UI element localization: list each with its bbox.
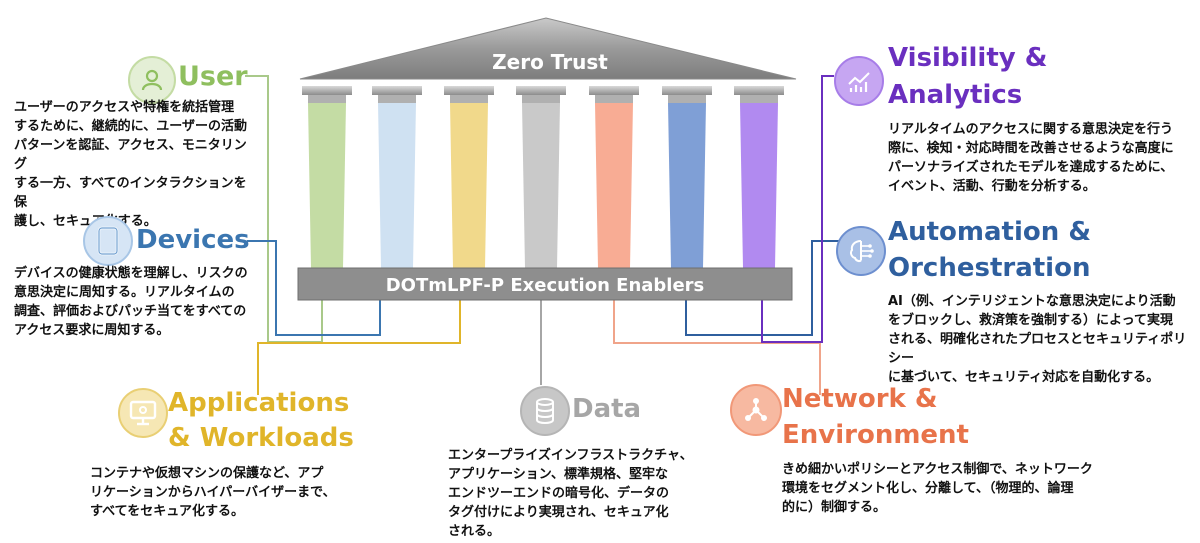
network-title-line1: Network &: [782, 384, 938, 414]
connector-lines: [245, 75, 840, 395]
column-devices: [372, 86, 422, 268]
network-nodes-icon: [730, 384, 782, 436]
user-title: User: [178, 61, 248, 92]
connector-visibility: [761, 75, 834, 343]
visibility-title-line1: Visibility &: [888, 43, 1048, 73]
network-title-line2: Environment: [782, 420, 969, 450]
roof-label: Zero Trust: [492, 50, 608, 74]
automation-title-line1: Automation &: [888, 217, 1091, 247]
connector-network: [613, 300, 821, 395]
visibility-title-line2: Analytics: [888, 80, 1023, 110]
visibility-description: リアルタイムのアクセスに関する意思決定を行う 際に、検知・対応時間を改善させるよ…: [888, 122, 1174, 194]
applications-description: コンテナや仮想マシンの保護など、アプ リケーションからハイパーバイザーまで、 す…: [90, 466, 336, 519]
data-title: Data: [572, 394, 642, 424]
automation-title-line2: Orchestration: [888, 253, 1091, 283]
database-icon: [520, 386, 570, 436]
connector-applications: [257, 300, 461, 395]
applications-title-line1: Applications: [168, 388, 350, 418]
devices-title: Devices: [136, 225, 250, 255]
column-user: [302, 86, 352, 268]
connector-devices: [247, 240, 381, 336]
column-network: [589, 86, 639, 268]
user-icon: [128, 56, 176, 104]
devices-description: デバイスの健康状態を理解し、リスクの 意思決定に周知する。リアルタイムの 調査、…: [14, 266, 248, 338]
network-description: きめ細かいポリシーとアクセス制御で、ネットワーク 環境をセグメント化し、分離して…: [782, 462, 1093, 515]
column-automation: [662, 86, 712, 268]
brain-circuit-icon: [836, 226, 886, 276]
tablet-icon: [83, 216, 133, 266]
analytics-chart-icon: [834, 56, 884, 106]
monitor-gear-icon: [118, 388, 168, 438]
user-description: ユーザーのアクセスや特権を統括管理 するために、継続的に、ユーザーの活動 パター…: [14, 100, 247, 229]
temple-base: [297, 267, 793, 301]
column-visibility: [734, 86, 784, 268]
column-data: [516, 86, 566, 268]
temple-roof: [299, 17, 797, 80]
column-applications: [444, 86, 494, 268]
data-description: エンタープライズインフラストラクチャ、 アプリケーション、標準規格、堅牢な エン…: [448, 448, 693, 539]
applications-title-line2: & Workloads: [168, 423, 354, 453]
base-label: DOTmLPF-P Execution Enablers: [385, 275, 705, 296]
automation-description: AI（例、インテリジェントな意思決定により活動 をブロックし、救済策を強制する）…: [888, 294, 1187, 385]
temple-columns: [302, 86, 784, 268]
